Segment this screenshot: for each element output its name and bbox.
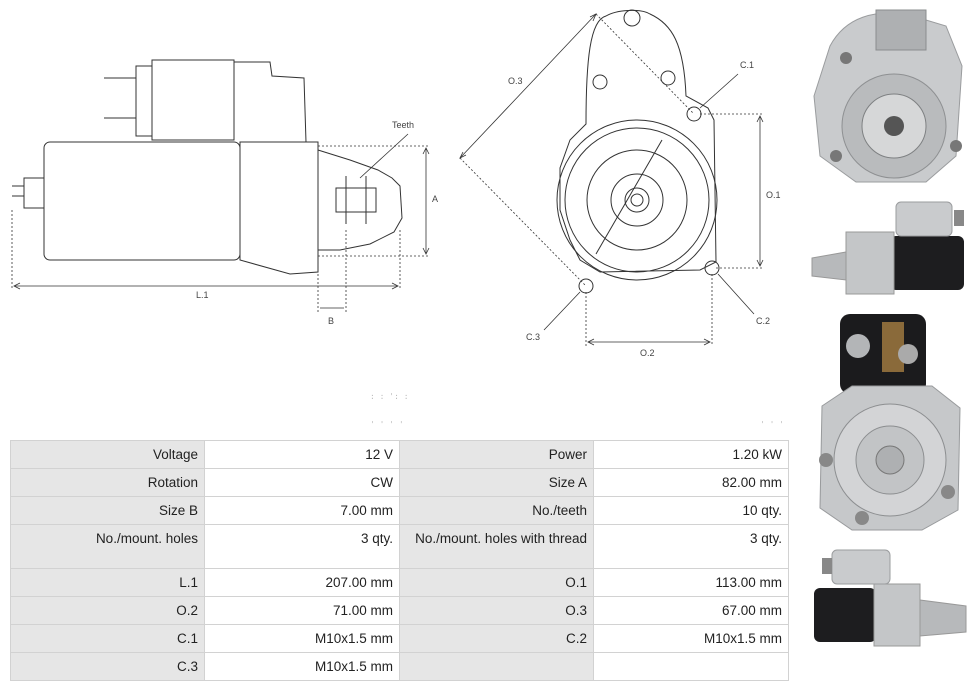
faint-artifact: : : ': : <box>370 392 409 401</box>
side-dimensions <box>11 133 430 312</box>
spec-value: 3 qty. <box>204 524 400 569</box>
spec-value: CW <box>204 468 400 497</box>
spec-value: 113.00 mm <box>593 568 789 597</box>
table-row: Rotation CW Size A 82.00 mm <box>10 468 789 497</box>
spec-label: No./mount. holes <box>10 524 205 569</box>
specs-table: Voltage 12 V Power 1.20 kW Rotation CW S… <box>10 440 789 681</box>
spec-value: 82.00 mm <box>593 468 789 497</box>
spec-value: 1.20 kW <box>593 440 789 469</box>
spec-value: M10x1.5 mm <box>593 624 789 653</box>
label-o2: O.2 <box>640 348 655 358</box>
table-row: L.1 207.00 mm O.1 113.00 mm <box>10 568 789 597</box>
photo-rear-view <box>812 310 968 532</box>
table-row: No./mount. holes 3 qty. No./mount. holes… <box>10 524 789 569</box>
spec-label: Size A <box>399 468 594 497</box>
spec-value: 10 qty. <box>593 496 789 525</box>
spec-value: M10x1.5 mm <box>204 652 400 681</box>
photo-side-view <box>806 196 970 300</box>
spec-value: 7.00 mm <box>204 496 400 525</box>
photo-side-view-2 <box>808 540 972 650</box>
spec-label: O.3 <box>399 596 594 625</box>
dimension-drawing: Teeth A B L.1 O.3 C.1 O.1 <box>11 9 781 358</box>
spec-value: 3 qty. <box>593 524 789 569</box>
table-row: Size B 7.00 mm No./teeth 10 qty. <box>10 496 789 525</box>
photo-front-view <box>806 6 970 186</box>
label-c1: C.1 <box>740 60 754 70</box>
front-view <box>556 9 720 294</box>
front-dimensions <box>459 13 764 346</box>
table-row: Voltage 12 V Power 1.20 kW <box>10 440 789 469</box>
spec-label: Size B <box>10 496 205 525</box>
label-a: A <box>432 194 438 204</box>
spec-value: 71.00 mm <box>204 596 400 625</box>
table-row: C.3 M10x1.5 mm <box>10 652 789 681</box>
spec-label: No./mount. holes with thread <box>399 524 594 569</box>
spec-label: O.2 <box>10 596 205 625</box>
spec-value: M10x1.5 mm <box>204 624 400 653</box>
label-c3: C.3 <box>526 332 540 342</box>
spec-label: L.1 <box>10 568 205 597</box>
spec-label: Voltage <box>10 440 205 469</box>
spec-value: 207.00 mm <box>204 568 400 597</box>
faint-artifact: ' ' ' ' <box>370 420 404 429</box>
spec-label: O.1 <box>399 568 594 597</box>
spec-label: C.2 <box>399 624 594 653</box>
label-o1: O.1 <box>766 190 781 200</box>
label-b: B <box>328 316 334 326</box>
faint-artifact: ' ' ' <box>760 420 785 429</box>
spec-label: C.1 <box>10 624 205 653</box>
spec-value: 67.00 mm <box>593 596 789 625</box>
spec-label: C.3 <box>10 652 205 681</box>
label-o3: O.3 <box>508 76 523 86</box>
label-teeth: Teeth <box>392 120 414 130</box>
side-view <box>12 59 403 275</box>
spec-label: Rotation <box>10 468 205 497</box>
specs-table-body: Voltage 12 V Power 1.20 kW Rotation CW S… <box>10 440 789 681</box>
table-row: C.1 M10x1.5 mm C.2 M10x1.5 mm <box>10 624 789 653</box>
spec-value: 12 V <box>204 440 400 469</box>
table-row: O.2 71.00 mm O.3 67.00 mm <box>10 596 789 625</box>
spec-label: No./teeth <box>399 496 594 525</box>
spec-label: Power <box>399 440 594 469</box>
label-c2: C.2 <box>756 316 770 326</box>
spec-label <box>399 652 594 681</box>
spec-value <box>593 652 789 681</box>
label-l1: L.1 <box>196 290 209 300</box>
